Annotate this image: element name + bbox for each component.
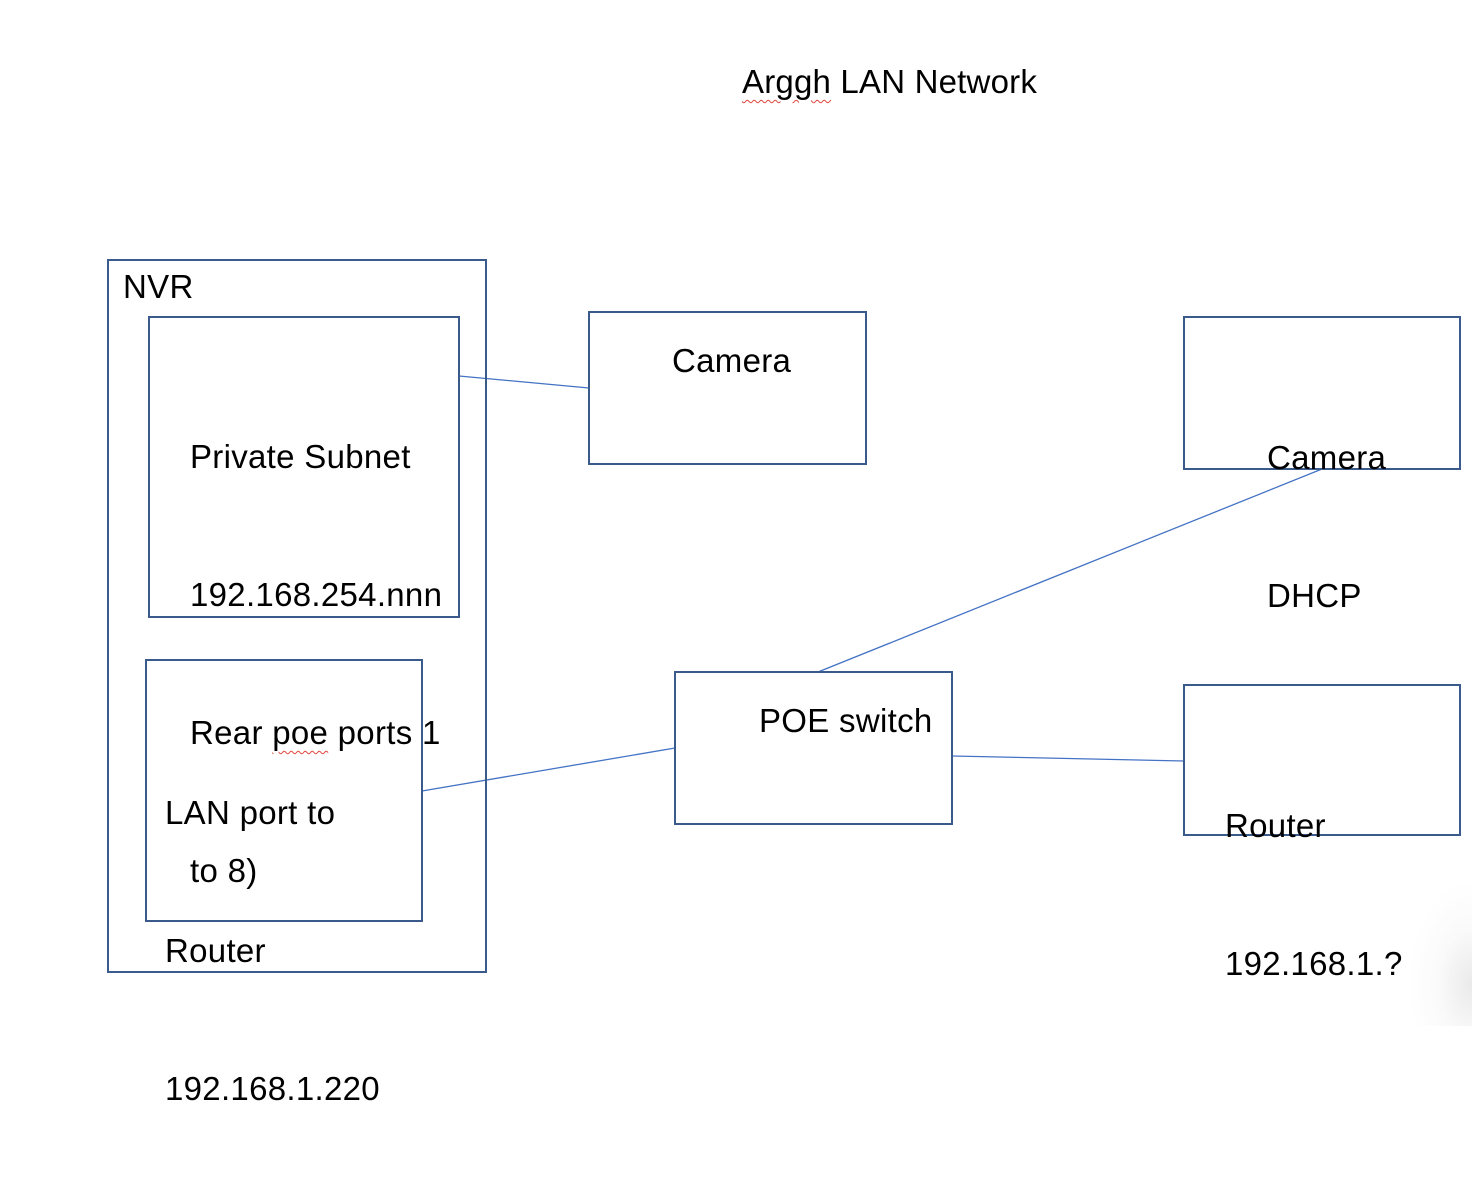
private-subnet-line-4: to 8) xyxy=(190,852,258,889)
camera-dhcp-box[interactable] xyxy=(1183,316,1461,470)
router-box[interactable] xyxy=(1183,684,1461,836)
nvr-label: NVR xyxy=(123,268,194,305)
private-subnet-line-3: Rear poe ports 1 xyxy=(190,710,442,756)
diagram-canvas: Arggh LAN Network NVR Private Subnet 192… xyxy=(107,62,1472,1107)
poe-switch-label: POE switch xyxy=(759,702,933,739)
lan-port-line-3: 192.168.1.220 xyxy=(165,1070,380,1107)
private-subnet-line-3-start: Rear xyxy=(190,714,273,751)
private-subnet-line-2: 192.168.254.nnn xyxy=(190,576,443,613)
router-line-2: 192.168.1.? xyxy=(1225,945,1403,982)
diagram-title: Arggh LAN Network xyxy=(742,62,1037,102)
nvr-box[interactable] xyxy=(107,259,487,973)
router-label: Router 192.168.1.? xyxy=(1225,711,1403,1079)
lan-port-label: LAN port to Router 192.168.1.220 xyxy=(165,698,380,1204)
title-misspelled-word: Arggh xyxy=(742,63,832,100)
camera-dhcp-line-2: DHCP xyxy=(1267,577,1362,614)
router-line-1: Router xyxy=(1225,807,1326,844)
private-subnet-misspelled-word: poe xyxy=(272,714,329,751)
edge-poe-switch-to-camera-dhcp xyxy=(817,468,1323,673)
private-subnet-label: Private Subnet 192.168.254.nnn Rear poe … xyxy=(190,342,442,986)
camera-label: Camera xyxy=(672,342,792,379)
camera-dhcp-line-1: Camera xyxy=(1267,439,1387,476)
camera-dhcp-label: Camera DHCP xyxy=(1267,343,1386,711)
edge-poe-switch-to-router xyxy=(951,755,1185,762)
private-subnet-line-1: Private Subnet xyxy=(190,438,411,475)
private-subnet-box[interactable] xyxy=(148,316,460,618)
poe-switch-box[interactable] xyxy=(674,671,953,825)
lan-port-line-2: Router xyxy=(165,932,266,969)
page-edge-shadow xyxy=(1412,886,1472,1026)
lan-port-box[interactable] xyxy=(145,659,423,922)
title-rest: LAN Network xyxy=(831,63,1038,100)
private-subnet-line-3-end: ports 1 xyxy=(328,714,441,751)
lan-port-line-1: LAN port to xyxy=(165,794,336,831)
camera-box[interactable] xyxy=(588,311,867,465)
